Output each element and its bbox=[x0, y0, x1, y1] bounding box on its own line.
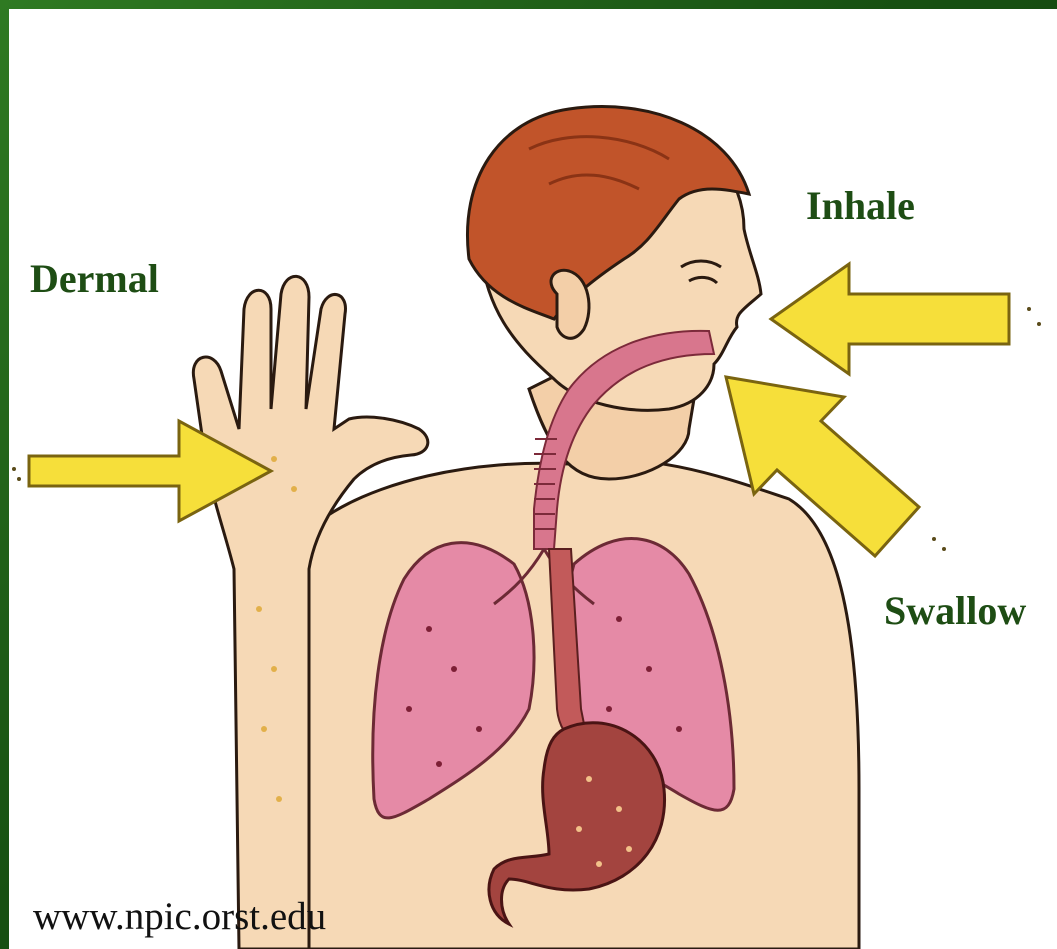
exposure-routes-illustration bbox=[9, 9, 1057, 949]
inhale-label: Inhale bbox=[806, 186, 915, 226]
swallow-label: Swallow bbox=[884, 591, 1026, 631]
dermal-label: Dermal bbox=[30, 259, 159, 299]
inhale-arrow-icon bbox=[771, 264, 1009, 374]
illustration-panel: Dermal Inhale Swallow www.npic.orst.edu bbox=[9, 9, 1057, 949]
source-url: www.npic.orst.edu bbox=[33, 897, 326, 936]
